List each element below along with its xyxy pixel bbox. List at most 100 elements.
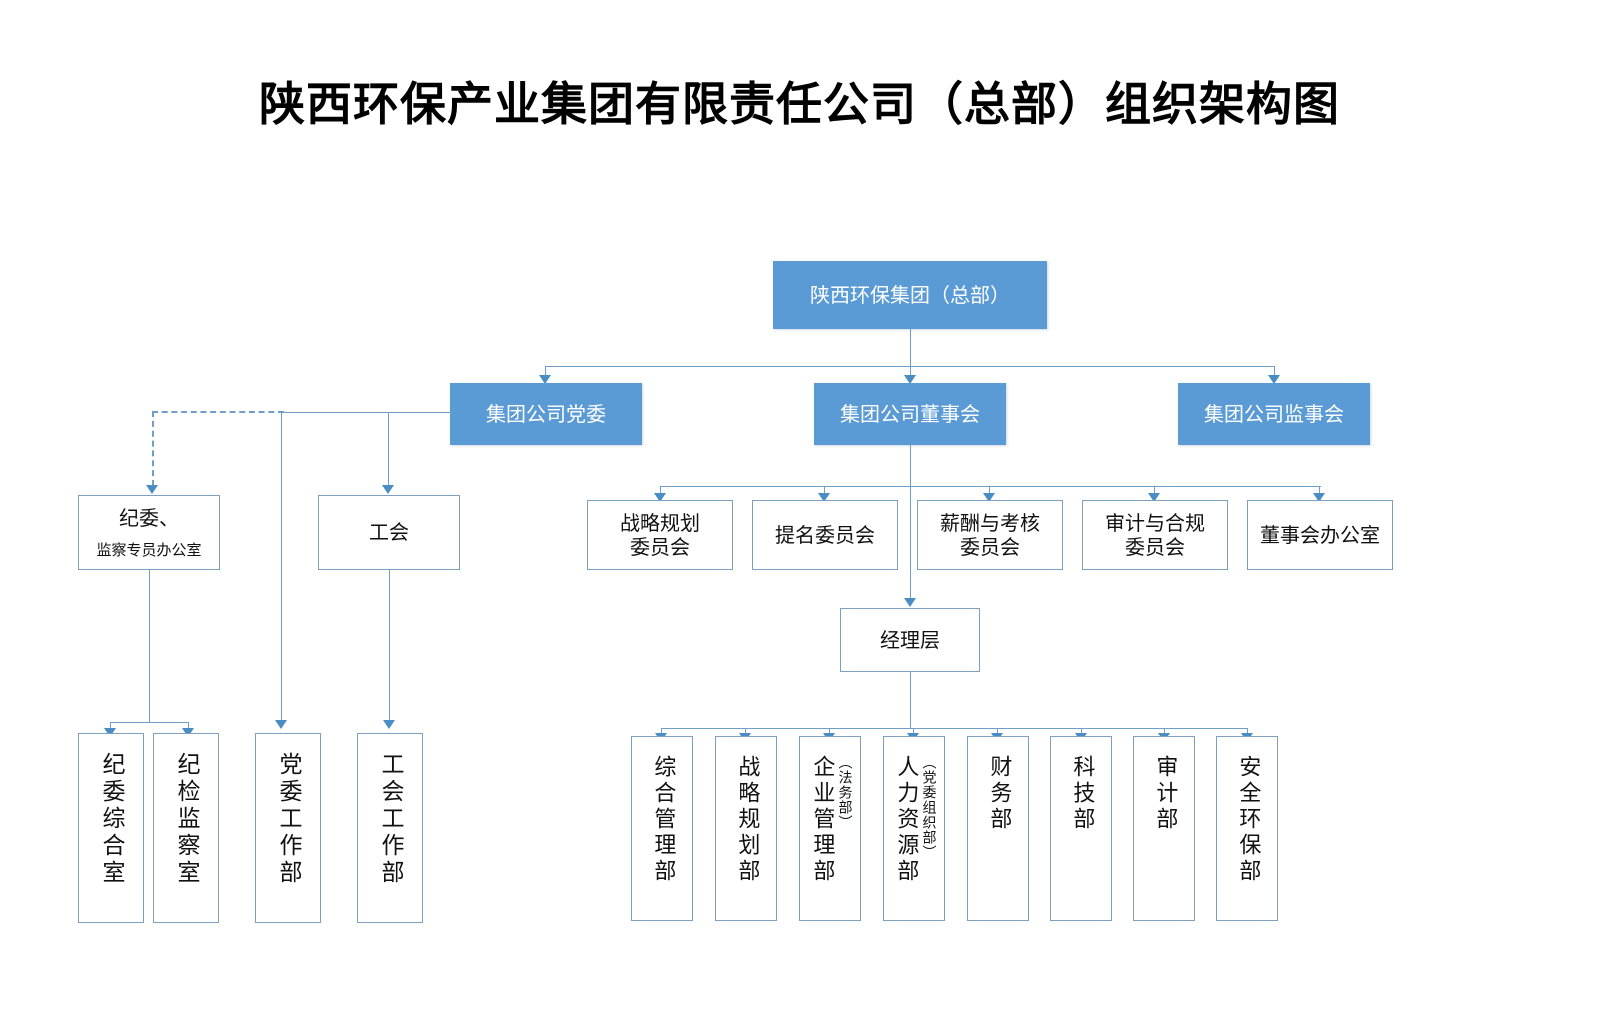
connector-root-stem [910,329,911,366]
node-dept-general-management-label: 综合管理部 [650,755,676,885]
arrow-to-compensation-committee [983,493,995,502]
node-dept-discipline-supervision-office-label: 纪检监察室 [173,752,200,887]
node-dept-jiwei-general-office-label: 纪委综合室 [98,752,125,887]
connector-party-left-bus [280,412,452,413]
vertical-text-wrap: 审计部 [1151,737,1177,920]
node-root-label: 陕西环保集团（总部） [810,282,1010,307]
arrow-root-to-jianshihui [1268,375,1280,384]
connector-committee-drop-5 [1319,486,1320,495]
connector-jiwei-stem [149,570,150,722]
connector-root-drop-3 [1274,366,1275,377]
connector-root-drop-1 [545,366,546,377]
vertical-text-wrap: 工会工作部 [376,734,404,922]
node-dept-technology-label: 科技部 [1069,755,1095,833]
node-committee-nomination[interactable]: 提名委员会 [752,500,898,570]
arrow-to-board-office [1313,493,1325,502]
node-discipline-inspection-label: 纪委、 [119,506,179,531]
node-discipline-inspection-sub: 监察专员办公室 [96,540,202,559]
node-management-layer-label: 经理层 [880,627,940,652]
connector-jiwei-bus [110,722,188,723]
node-dept-union-work-label: 工会工作部 [377,752,404,887]
node-dept-finance[interactable]: 财务部 [967,736,1029,921]
node-committee-strategy[interactable]: 战略规划 委员会 [587,500,733,570]
arrow-to-strategy-committee [654,493,666,502]
connector-dept-drop-8 [1247,728,1248,735]
node-committee-compensation-label: 薪酬与考核 委员会 [940,510,1040,559]
vertical-text-wrap: 党委工作部 [274,734,302,922]
node-labor-union[interactable]: 工会 [318,495,460,570]
node-dept-safety-environment[interactable]: 安全环保部 [1216,736,1278,921]
connector-committee-drop-2 [824,486,825,495]
node-board-of-directors-label: 集团公司董事会 [840,401,980,426]
node-board-of-supervisors[interactable]: 集团公司监事会 [1178,383,1370,445]
node-dept-safety-environment-label: 安全环保部 [1235,755,1261,885]
node-dept-strategy-planning[interactable]: 战略规划部 [715,736,777,921]
node-dept-human-resources-label: 人力资源部 [893,755,919,885]
connector-dept-drop-6 [1081,728,1082,735]
connector-jiwei-drop-right [188,722,189,730]
node-discipline-inspection-office[interactable]: 纪委、 监察专员办公室 [78,495,220,570]
connector-department-bus [661,728,1247,729]
node-dept-discipline-supervision-office[interactable]: 纪检监察室 [153,733,219,923]
connector-board-to-management [910,486,911,601]
vertical-text-wrap: 战略规划部 [733,737,759,920]
node-committee-compensation[interactable]: 薪酬与考核 委员会 [917,500,1063,570]
node-dept-enterprise-management-sub: （法务部） [836,755,853,830]
node-group-party-committee[interactable]: 集团公司党委 [450,383,642,445]
arrow-jiwei-to-zonghe [104,728,116,737]
connector-committee-drop-3 [989,486,990,495]
vertical-text-wrap: 纪委综合室 [97,734,125,922]
connector-board-stem [910,445,911,486]
connector-committee-bus [660,486,1321,487]
node-committee-audit-label: 审计与合规 委员会 [1105,510,1205,559]
connector-committee-drop-4 [1154,486,1155,495]
node-dept-general-management[interactable]: 综合管理部 [631,736,693,921]
node-dept-union-work[interactable]: 工会工作部 [357,733,423,923]
node-committee-strategy-label: 战略规划 委员会 [620,510,700,559]
arrow-jiwei-to-jijian [182,728,194,737]
vertical-text-wrap: 企业管理部 （法务部） [808,737,853,920]
node-board-of-directors[interactable]: 集团公司董事会 [814,383,1006,445]
page-title: 陕西环保产业集团有限责任公司（总部）组织架构图 [259,77,1340,131]
arrow-to-audit-committee [1148,493,1160,502]
vertical-text-wrap: 安全环保部 [1234,737,1261,920]
node-management-layer[interactable]: 经理层 [840,608,980,672]
node-dept-party-work[interactable]: 党委工作部 [255,733,321,923]
connector-party-to-dangwei-work [281,412,282,722]
node-dept-party-work-label: 党委工作部 [275,752,302,887]
node-dept-audit[interactable]: 审计部 [1133,736,1195,921]
node-dept-finance-label: 财务部 [986,755,1012,833]
connector-party-jiwei-dashed-v [152,411,154,486]
node-committee-audit[interactable]: 审计与合规 委员会 [1082,500,1228,570]
node-board-of-supervisors-label: 集团公司监事会 [1204,401,1344,426]
node-group-party-committee-label: 集团公司党委 [486,401,606,426]
connector-dept-drop-1 [661,728,662,735]
node-dept-enterprise-management[interactable]: 企业管理部 （法务部） [799,736,861,921]
node-dept-technology[interactable]: 科技部 [1050,736,1112,921]
connector-party-to-gonghui [388,412,389,486]
connector-dept-drop-2 [745,728,746,735]
connector-committee-drop-1 [660,486,661,495]
node-board-office[interactable]: 董事会办公室 [1247,500,1393,570]
connector-management-stem [910,672,911,728]
connector-root-drop-2 [910,366,911,377]
vertical-text-wrap: 人力资源部 （党委组织部） [892,737,936,920]
connector-gonghui-stem [389,570,390,722]
arrow-root-to-dongshihui [904,375,916,384]
vertical-text-wrap: 科技部 [1068,737,1095,920]
node-board-office-label: 董事会办公室 [1260,522,1380,547]
arrow-root-to-dangwei [539,375,551,384]
vertical-text-wrap: 纪检监察室 [172,734,200,922]
arrow-party-to-dangwei-work [275,720,287,729]
node-root[interactable]: 陕西环保集团（总部） [773,261,1047,329]
node-dept-jiwei-general-office[interactable]: 纪委综合室 [78,733,144,923]
connector-dept-drop-3 [829,728,830,735]
arrow-gonghui-to-gonghui-work [383,720,395,729]
node-dept-human-resources[interactable]: 人力资源部 （党委组织部） [883,736,945,921]
node-committee-nomination-label: 提名委员会 [775,522,875,547]
arrow-to-management [904,598,916,607]
arrow-party-to-jiwei [146,485,158,494]
arrow-party-to-gonghui [382,485,394,494]
vertical-text-wrap: 财务部 [985,737,1012,920]
